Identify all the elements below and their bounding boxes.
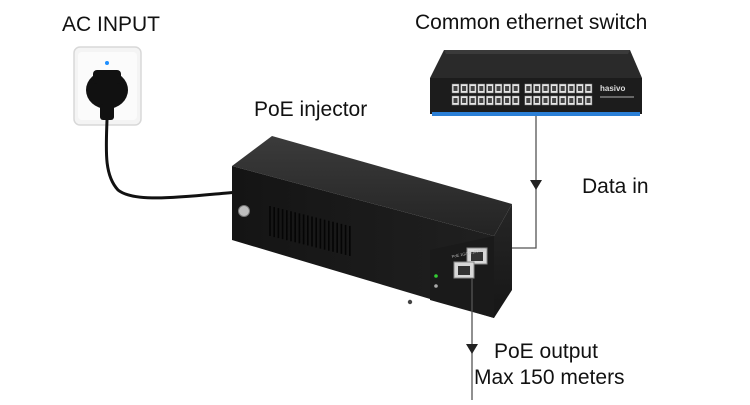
ethernet-switch: hasivo (430, 50, 642, 116)
injector-vents (269, 206, 351, 256)
data-in-label: Data in (582, 175, 649, 198)
poe-injector: PoE 1G/10/100Mb/s (232, 136, 512, 318)
switch-led-strip (432, 112, 640, 116)
wall-socket (73, 46, 142, 126)
power-led-icon (434, 274, 438, 278)
poe-output-arrow-icon (466, 344, 478, 354)
max-distance-label: Max 150 meters (474, 366, 625, 389)
ac-cable (104, 119, 239, 200)
plug-icon (86, 70, 128, 120)
screw-icon (407, 299, 413, 305)
injector-label: PoE injector (254, 98, 368, 121)
switch-label: Common ethernet switch (415, 11, 648, 34)
switch-brand: hasivo (600, 84, 625, 93)
poe-output-label: PoE output (494, 340, 598, 363)
power-button-icon (238, 205, 250, 217)
data-in-arrow-icon (530, 180, 542, 190)
ac-input-label: AC INPUT (62, 13, 161, 36)
poe-led-icon (434, 284, 438, 288)
switch-ports (451, 83, 593, 106)
socket-indicator-icon (105, 61, 109, 65)
